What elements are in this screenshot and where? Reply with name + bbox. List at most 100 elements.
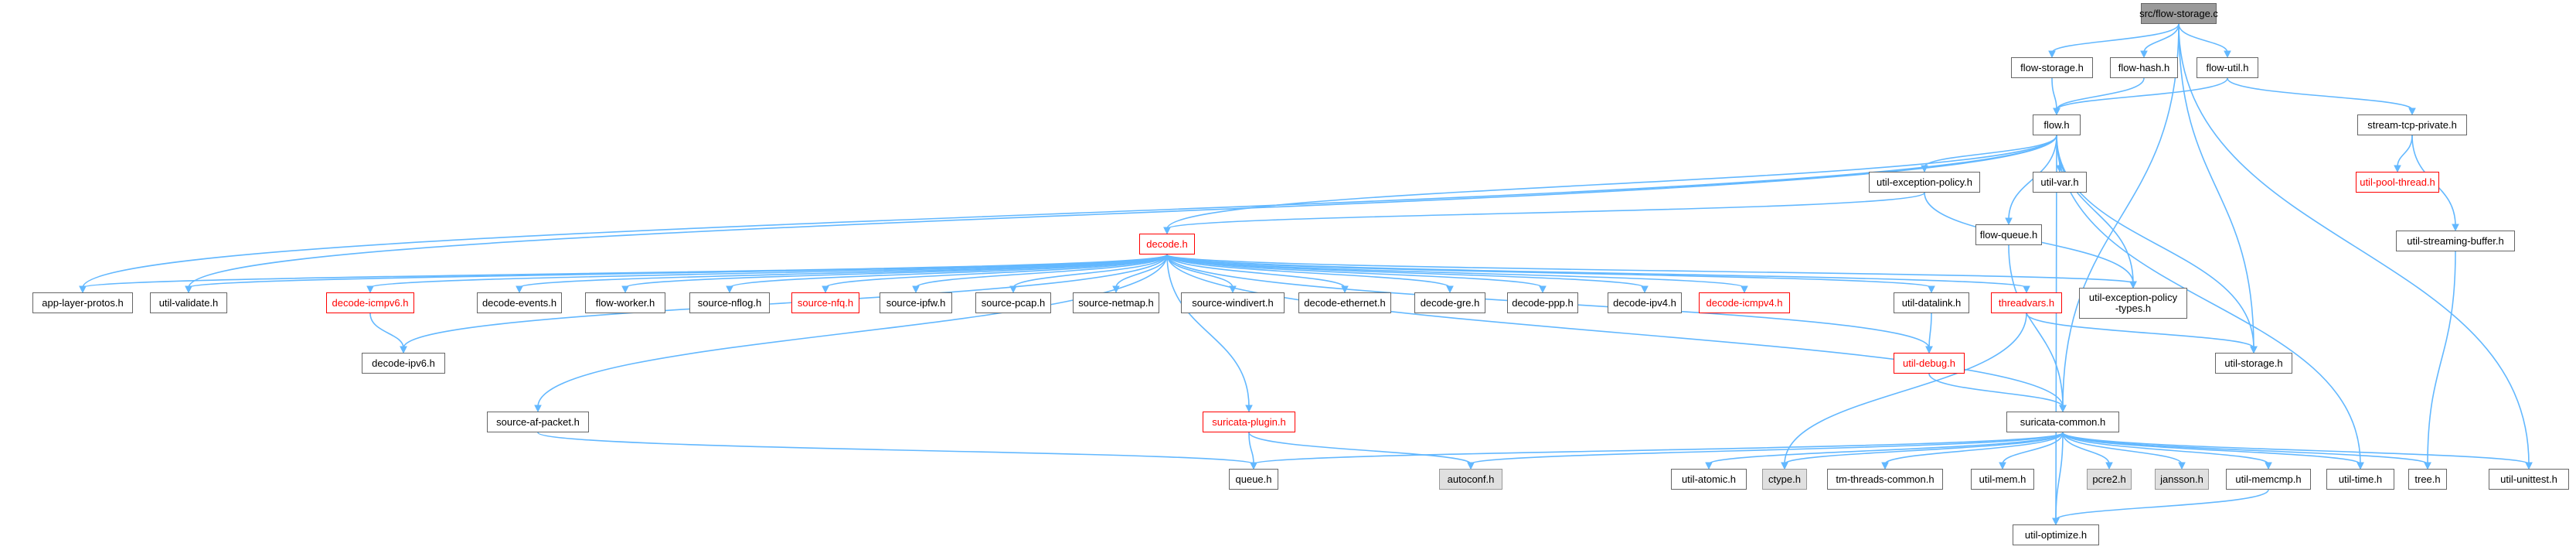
edge-n_scommon-to-n_tree — [2062, 432, 2428, 465]
node-util-var-h[interactable]: util-var.h — [2033, 172, 2087, 193]
edge-n_decode-to-n_swd — [1166, 254, 1234, 289]
edge-n_decode-to-n_dgre — [1166, 254, 1451, 289]
edge-n_decode-to-n_dipv6 — [403, 254, 1168, 349]
edge-n_splug-to-n_autoconf — [1248, 432, 1472, 465]
node-flow-hash-h[interactable]: flow-hash.h — [2110, 57, 2178, 78]
node-util-storage-h[interactable]: util-storage.h — [2215, 353, 2292, 374]
edge-n_decode-to-n_fw — [624, 254, 1168, 289]
edge-arrowhead — [1539, 285, 1547, 294]
edge-n_fs_h-to-n_flow — [2051, 77, 2057, 111]
node-util-validate-h[interactable]: util-validate.h — [150, 292, 227, 313]
edge-arrowhead — [2525, 462, 2533, 470]
node-suricata-plugin-h[interactable]: suricata-plugin.h — [1203, 412, 1295, 432]
edge-arrowhead — [2224, 50, 2231, 59]
edge-n_flow-to-n_alp — [82, 135, 2057, 289]
edge-n_scommon-to-n_pcre2 — [2062, 432, 2110, 465]
node-jansson-h[interactable]: jansson.h — [2155, 469, 2209, 490]
node-decode-ipv4-h[interactable]: decode-ipv4.h — [1608, 292, 1682, 313]
edge-n_stcp-to-n_pool — [2397, 135, 2413, 168]
node-source-nfq-h[interactable]: source-nfq.h — [791, 292, 859, 313]
node-pcre2-h[interactable]: pcre2.h — [2087, 469, 2132, 490]
edge-n_udebug-to-n_scommon — [1928, 373, 2064, 408]
node-flow-h[interactable]: flow.h — [2033, 114, 2081, 135]
edge-arrowhead — [2053, 108, 2060, 116]
node-src-flow-storage-c[interactable]: src/flow-storage.c — [2139, 3, 2218, 24]
edge-arrowhead — [79, 285, 87, 294]
node-util-exception-policy-h[interactable]: util-exception-policy.h — [1869, 172, 1980, 193]
edge-n_scommon-to-n_umemcmp — [2062, 432, 2269, 465]
edge-arrowhead — [1467, 462, 1475, 470]
edge-n_root-to-n_fhash — [2143, 23, 2180, 53]
node-source-windivert-h[interactable]: source-windivert.h — [1181, 292, 1285, 313]
node-util-datalink-h[interactable]: util-datalink.h — [1894, 292, 1969, 313]
edge-n_scommon-to-n_utime — [2062, 432, 2361, 465]
node-util-debug-h[interactable]: util-debug.h — [1894, 353, 1965, 374]
node-decode-ethernet-h[interactable]: decode-ethernet.h — [1298, 292, 1391, 313]
edge-arrowhead — [1999, 462, 2006, 470]
edge-arrowhead — [1163, 227, 1171, 235]
edge-n_safp-to-n_queue — [537, 432, 1254, 465]
node-tree-h[interactable]: tree.h — [2408, 469, 2447, 490]
edge-arrowhead — [534, 405, 542, 413]
edge-arrowhead — [516, 285, 523, 294]
node-decode-icmpv4-h[interactable]: decode-icmpv4.h — [1699, 292, 1790, 313]
node-util-time-h[interactable]: util-time.h — [2326, 469, 2394, 490]
node-decode-icmpv6-h[interactable]: decode-icmpv6.h — [326, 292, 414, 313]
node-util-streaming-buffer-h[interactable]: util-streaming-buffer.h — [2396, 231, 2515, 251]
node-flow-util-h[interactable]: flow-util.h — [2197, 57, 2258, 78]
node-queue-h[interactable]: queue.h — [1229, 469, 1278, 490]
node-util-unittest-h[interactable]: util-unittest.h — [2489, 469, 2569, 490]
edge-n_scommon-to-n_ctype — [1784, 432, 2064, 465]
node-threadvars-h[interactable]: threadvars.h — [1991, 292, 2062, 313]
node-util-pool-thread-h[interactable]: util-pool-thread.h — [2356, 172, 2439, 193]
node-ctype-h[interactable]: ctype.h — [1762, 469, 1807, 490]
node-flow-storage-h[interactable]: flow-storage.h — [2011, 57, 2093, 78]
edge-arrowhead — [2059, 405, 2067, 413]
edge-n_decode-to-n_dipv4 — [1166, 254, 1645, 289]
node-decode-gre-h[interactable]: decode-gre.h — [1414, 292, 1485, 313]
node-autoconf-h[interactable]: autoconf.h — [1439, 469, 1502, 490]
node-util-memcmp-h[interactable]: util-memcmp.h — [2226, 469, 2311, 490]
node-decode-events-h[interactable]: decode-events.h — [477, 292, 562, 313]
node-flow-worker-h[interactable]: flow-worker.h — [585, 292, 665, 313]
node-source-pcap-h[interactable]: source-pcap.h — [975, 292, 1051, 313]
node-source-netmap-h[interactable]: source-netmap.h — [1073, 292, 1159, 313]
edge-n_scommon-to-n_uatomic — [1708, 432, 2064, 465]
edge-n_scommon-to-n_jansson — [2062, 432, 2183, 465]
edge-arrowhead — [1928, 285, 1935, 294]
node-util-mem-h[interactable]: util-mem.h — [1971, 469, 2034, 490]
node-tm-threads-common-h[interactable]: tm-threads-common.h — [1827, 469, 1943, 490]
node-decode-h[interactable]: decode.h — [1139, 234, 1195, 255]
edge-n_scommon-to-n_uunit — [2062, 432, 2530, 465]
edge-n_root-to-n_futil — [2178, 23, 2228, 53]
node-stream-tcp-private-h[interactable]: stream-tcp-private.h — [2357, 114, 2467, 135]
node-app-layer-protos-h[interactable]: app-layer-protos.h — [32, 292, 133, 313]
node-source-af-packet-h[interactable]: source-af-packet.h — [487, 412, 589, 432]
node-util-exception-policy-types-h[interactable]: util-exception-policy -types.h — [2079, 288, 2187, 319]
node-decode-ipv6-h[interactable]: decode-ipv6.h — [362, 353, 445, 374]
edge-arrowhead — [1009, 285, 1017, 294]
node-util-optimize-h[interactable]: util-optimize.h — [2013, 524, 2099, 545]
node-source-ipfw-h[interactable]: source-ipfw.h — [880, 292, 952, 313]
edge-n_flow-to-n_uept — [2056, 135, 2134, 284]
node-source-nflog-h[interactable]: source-nflog.h — [689, 292, 770, 313]
edge-n_flow-to-n_uep — [1924, 135, 2057, 168]
edge-arrowhead — [2048, 50, 2056, 59]
edge-arrowhead — [2250, 346, 2258, 354]
node-decode-ppp-h[interactable]: decode-ppp.h — [1507, 292, 1578, 313]
node-flow-queue-h[interactable]: flow-queue.h — [1975, 224, 2042, 245]
edge-arrowhead — [621, 285, 629, 294]
edge-arrowhead — [822, 285, 829, 294]
edge-n_futil-to-n_stcp — [2227, 77, 2413, 111]
edge-n_flow-to-n_decode — [1166, 135, 2057, 230]
node-util-atomic-h[interactable]: util-atomic.h — [1671, 469, 1747, 490]
edge-n_fq-to-n_scommon — [2008, 244, 2064, 408]
node-suricata-common-h[interactable]: suricata-common.h — [2006, 412, 2119, 432]
edge-arrowhead — [2140, 50, 2148, 59]
edge-n_flow-to-n_utime — [2056, 135, 2361, 465]
edge-n_usb-to-n_tree — [2427, 251, 2456, 465]
edge-arrowhead — [912, 285, 920, 294]
edge-n_decode-to-n_splug — [1166, 254, 1250, 408]
